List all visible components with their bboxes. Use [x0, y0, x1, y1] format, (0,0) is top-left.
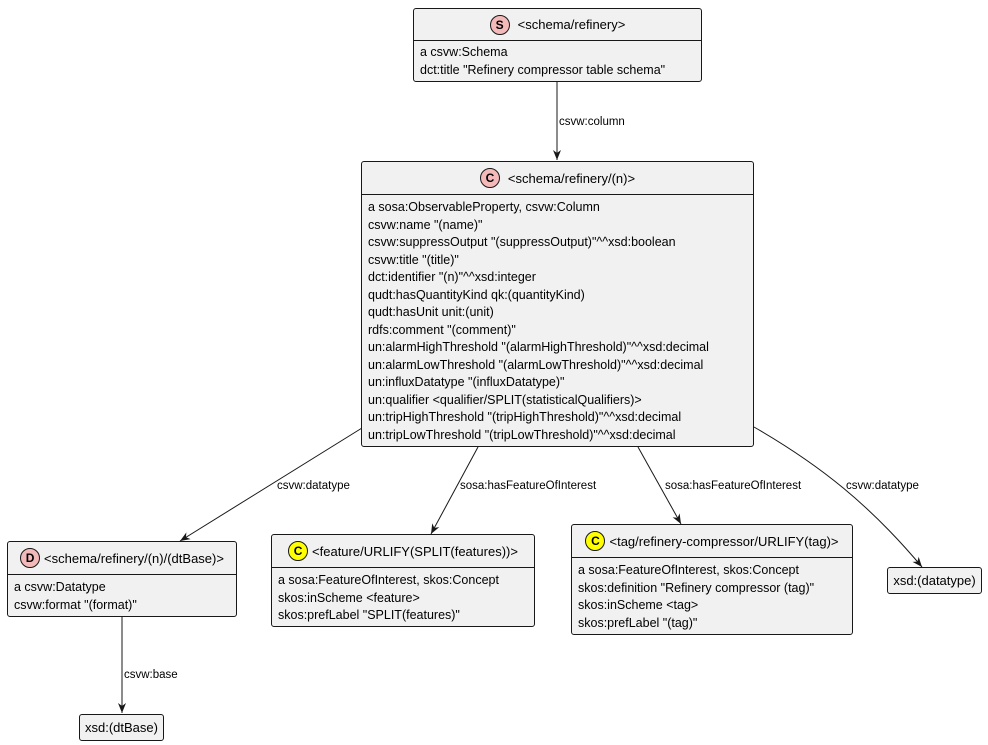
column-attribute: csvw:name "(name)" [368, 217, 483, 232]
datatype-attribute: a csvw:Datatype [14, 580, 106, 594]
xsd-dtbase-node: xsd:(dtBase) [79, 714, 164, 741]
tag-badge-icon: C [585, 531, 606, 551]
tag-node: C <tag/refinery-compressor/URLIFY(tag)> … [571, 524, 853, 635]
column-attribute: un:alarmLowThreshold "(alarmLowThreshold… [368, 357, 704, 372]
edge-label-csvw-datatype-right: csvw:datatype [846, 480, 919, 492]
edge-label-csvw-datatype-left: csvw:datatype [277, 480, 350, 492]
datatype-badge-icon: D [20, 548, 41, 568]
column-attribute: csvw:title "(title)" [368, 252, 459, 267]
column-title: <schema/refinery/(n)> [507, 170, 636, 186]
feature-title: <feature/URLIFY(SPLIT(features))> [312, 543, 518, 559]
feature-attribute: skos:inScheme <feature> [278, 590, 420, 605]
datatype-node: D <schema/refinery/(n)/(dtBase)> a csvw:… [7, 541, 237, 617]
tag-attribute: skos:definition "Refinery compressor (ta… [578, 580, 815, 595]
datatype-attribute: csvw:format "(format)" [14, 597, 137, 612]
column-attribute: qudt:hasQuantityKind qk:(quantityKind) [368, 287, 585, 302]
tag-attribute: skos:prefLabel "(tag)" [578, 615, 698, 630]
xsd-dtbase-title: xsd:(dtBase) [85, 720, 158, 735]
schema-attribute: dct:title "Refinery compressor table sch… [420, 62, 666, 77]
column-attribute: dct:identifier "(n)"^^xsd:integer [368, 270, 536, 284]
column-attribute: a sosa:ObservableProperty, csvw:Column [368, 200, 600, 214]
column-attribute: rdfs:comment "(comment)" [368, 322, 516, 337]
tag-title: <tag/refinery-compressor/URLIFY(tag)> [609, 533, 839, 549]
edge-label-has-feature-of-interest-2: sosa:hasFeatureOfInterest [665, 480, 802, 492]
feature-attribute: skos:prefLabel "SPLIT(features)" [278, 608, 460, 622]
schema-title: <schema/refinery> [517, 17, 626, 32]
column-badge-icon: C [479, 168, 500, 188]
schema-node: S <schema/refinery> a csvw:Schema dct:ti… [413, 8, 702, 82]
edge-label-has-feature-of-interest-1: sosa:hasFeatureOfInterest [460, 480, 597, 492]
column-attribute: qudt:hasUnit unit:(unit) [368, 305, 494, 319]
schema-attribute: a csvw:Schema [420, 45, 508, 59]
tag-attribute: a sosa:FeatureOfInterest, skos:Concept [578, 563, 799, 577]
column-attribute: un:tripHighThreshold "(tripHighThreshold… [368, 410, 682, 424]
edge-label-csvw-base: csvw:base [124, 669, 178, 681]
column-attribute: csvw:suppressOutput "(suppressOutput)"^^… [368, 235, 676, 249]
xsd-datatype-title: xsd:(datatype) [893, 573, 976, 588]
feature-node: C <feature/URLIFY(SPLIT(features))> a so… [271, 534, 535, 627]
edge-label-csvw-column: csvw:column [559, 116, 625, 128]
feature-attribute: a sosa:FeatureOfInterest, skos:Concept [278, 573, 499, 587]
column-attribute: un:qualifier <qualifier/SPLIT(statistica… [368, 392, 642, 407]
column-attribute: un:alarmHighThreshold "(alarmHighThresho… [368, 340, 709, 354]
column-node: C <schema/refinery/(n)> a sosa:Observabl… [361, 161, 754, 447]
column-attribute: un:influxDatatype "(influxDatatype)" [368, 375, 565, 389]
tag-attribute: skos:inScheme <tag> [578, 598, 699, 612]
feature-badge-icon: C [288, 541, 309, 561]
xsd-datatype-node: xsd:(datatype) [887, 567, 982, 594]
column-attribute: un:tripLowThreshold "(tripLowThreshold)"… [368, 427, 676, 442]
schema-badge-icon: S [489, 14, 510, 35]
datatype-title: <schema/refinery/(n)/(dtBase)> [44, 550, 224, 566]
